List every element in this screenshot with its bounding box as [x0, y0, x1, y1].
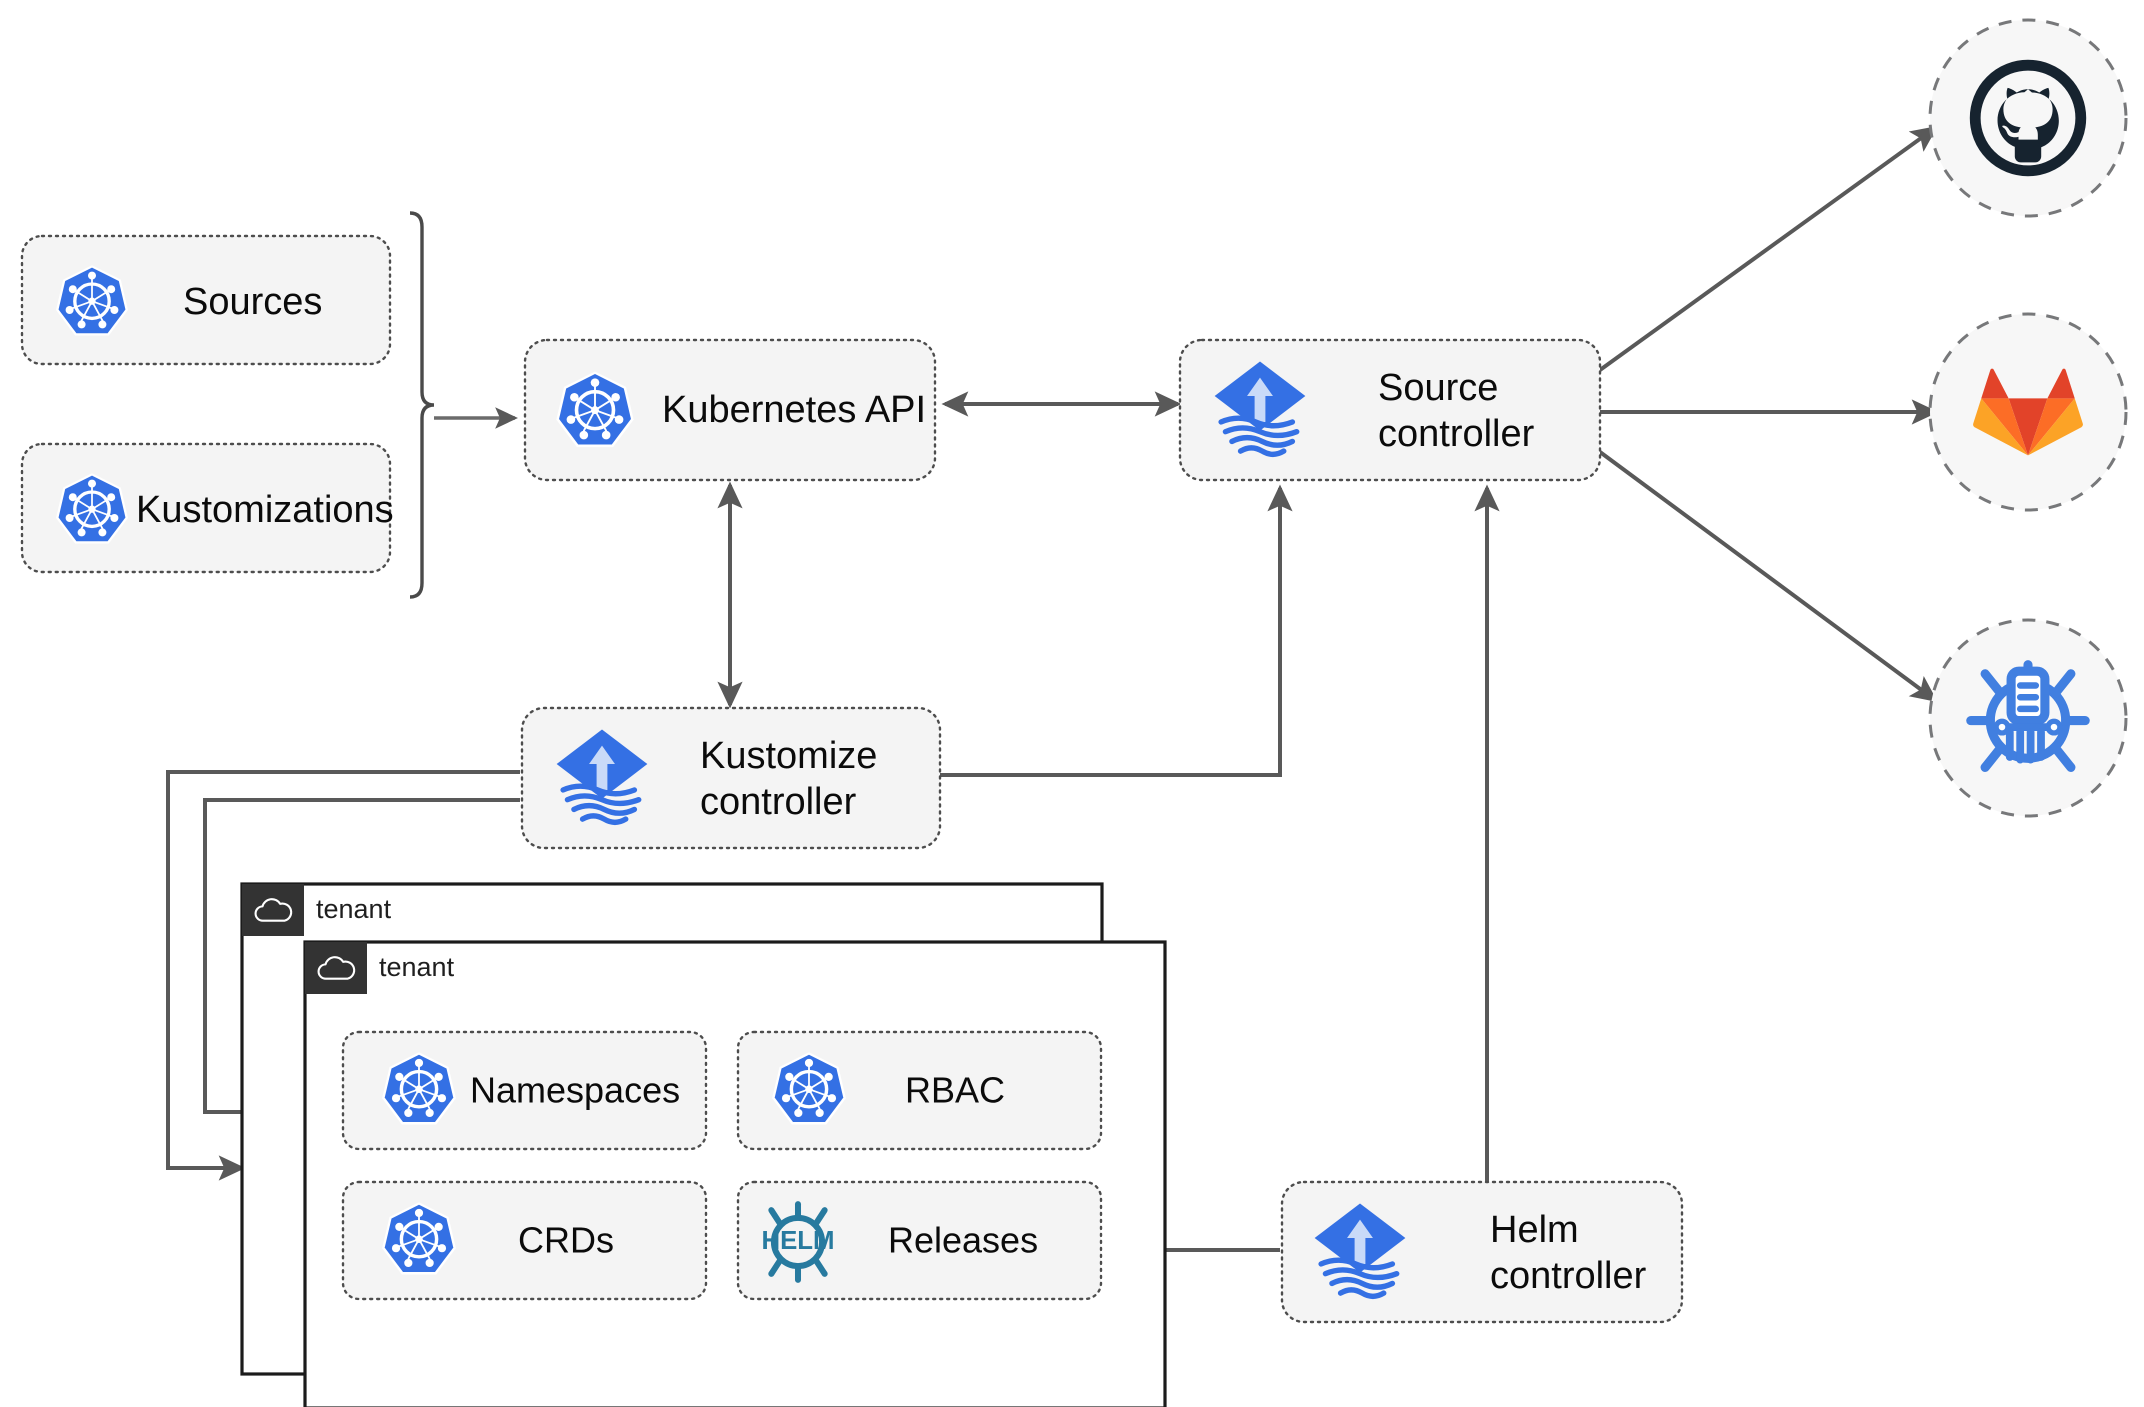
connector-layer: [166, 125, 1939, 1263]
tenant-resource-rbac[interactable]: RBAC: [736, 1030, 1103, 1151]
connector-kustomize-to-tenant-back: [166, 770, 520, 1181]
provider-github[interactable]: [1928, 18, 2128, 218]
tenant-back-label: tenant: [316, 894, 392, 924]
kustomizations-box: [20, 442, 392, 574]
tenant-front-tab: [305, 942, 367, 994]
provider-gitlab[interactable]: [1928, 312, 2128, 512]
connector-kustomize-to-source: [938, 484, 1293, 777]
tenant-front[interactable]: tenant: [303, 940, 1167, 1407]
resource-kustomizations[interactable]: Kustomizations: [20, 442, 394, 574]
github-circle: [1928, 18, 2128, 218]
tenant-front-body: [303, 940, 1167, 1407]
tenant-resource-namespaces[interactable]: Namespaces: [341, 1030, 708, 1151]
kubernetes-api-label: Kubernetes API: [662, 389, 926, 431]
crds-label: CRDs: [518, 1220, 614, 1261]
node-kubernetes-api[interactable]: Kubernetes API: [523, 338, 937, 482]
rbac-label: RBAC: [905, 1070, 1005, 1111]
tenant-back-tab: [242, 884, 304, 936]
helm-icon: [761, 1204, 834, 1280]
releases-box: [736, 1180, 1103, 1301]
source-controller-label-line2: controller: [1378, 413, 1535, 455]
kustomize-controller-label-line1: Kustomize: [700, 735, 877, 777]
node-source-controller[interactable]: Source controller: [1178, 338, 1602, 482]
helm-controller-label-line2: controller: [1490, 1255, 1647, 1297]
node-helm-controller[interactable]: Helm controller: [1280, 1180, 1684, 1324]
tenant-resource-crds[interactable]: CRDs: [341, 1180, 708, 1301]
kubernetes-api-box: [523, 338, 937, 482]
sources-group-brace: [409, 211, 435, 599]
tenant-front-label: tenant: [379, 952, 455, 982]
source-controller-label-line1: Source: [1378, 367, 1498, 409]
provider-helm-repository[interactable]: [1928, 618, 2128, 818]
kustomize-controller-label-line2: controller: [700, 781, 857, 823]
connector-source-to-helm-repository: [1598, 450, 1938, 703]
node-kustomize-controller[interactable]: Kustomize controller: [520, 706, 942, 850]
resource-sources[interactable]: Sources: [20, 234, 392, 366]
connector-source-to-github: [1598, 125, 1938, 372]
sources-box: [20, 234, 392, 366]
tenant-resource-releases[interactable]: Releases: [736, 1180, 1103, 1301]
namespaces-label: Namespaces: [470, 1070, 680, 1111]
releases-label: Releases: [888, 1220, 1038, 1261]
sources-label: Sources: [183, 281, 322, 323]
helm-controller-label-line1: Helm: [1490, 1209, 1579, 1251]
kustomizations-label: Kustomizations: [136, 489, 394, 531]
